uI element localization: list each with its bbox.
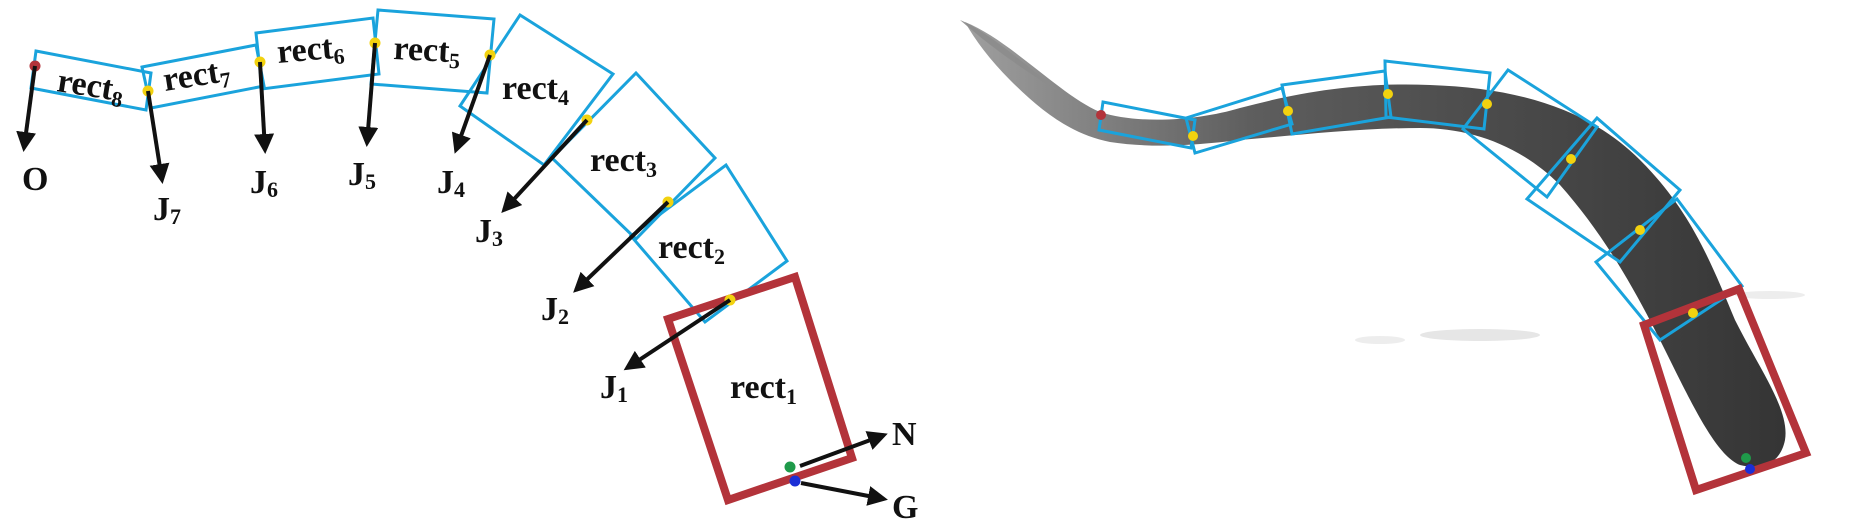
photo-joint-point-j2 [1635,225,1645,235]
centroid-point [789,475,801,487]
rect3-label: rect3 [590,142,657,182]
rect6-label: rect6 [275,28,345,74]
photo-rect1-box [1639,283,1812,496]
label-n: N [892,416,917,453]
arrow-o [16,65,37,152]
photo-joint-point-j1 [1688,308,1698,318]
photo-nose-point [1741,453,1751,463]
rect2-box [628,162,790,325]
label-j1: J1 [600,369,628,407]
label-j2: J2 [541,291,569,329]
label-j3: J3 [475,213,503,251]
arrow-j6 [254,61,275,154]
arrow-j7 [146,90,170,184]
arrow-g [800,481,888,506]
label-j5: J5 [348,156,376,194]
fish-body [965,22,1786,467]
fish-tail [960,20,1060,92]
rect8-label: rect8 [54,62,126,112]
label-j7: J7 [153,191,181,229]
photo-rect8-box [1097,100,1197,150]
rect1-box [662,271,857,506]
fish-photo-panel [960,20,1812,496]
background-smudge [1355,336,1405,344]
photo-rect2-box [1593,196,1745,342]
label-o: O [22,161,48,198]
photo-rect7-box [1184,86,1294,155]
photo-rect4-box [1460,67,1600,200]
photo-joint-point-j5 [1383,89,1393,99]
label-g: G [892,489,918,521]
photo-rect3-box [1524,115,1683,265]
rect1-label: rect1 [730,369,797,409]
label-j6: J6 [250,164,278,202]
arrow-j2 [573,200,670,293]
schematic-panel: rect8 rect7 rect6 rect5 rect4 rect3 rect… [16,8,918,521]
rect7-label: rect7 [160,52,232,102]
photo-joint-point-j7 [1188,131,1198,141]
arrow-n [799,431,888,468]
rect2-label: rect2 [658,229,725,269]
arrow-j3 [501,118,589,213]
background-smudge [1735,291,1805,299]
photo-joint-point-j3 [1566,154,1576,164]
photo-centroid-point [1745,464,1755,474]
arrow-j4 [451,54,492,154]
photo-joint-point-j6 [1283,106,1293,116]
arrow-j1 [623,298,732,371]
photo-tail-point [1096,110,1106,120]
background-smudge [1420,329,1540,341]
arrow-j5 [358,42,379,147]
rect5-label: rect5 [392,30,461,73]
label-j4: J4 [437,164,465,202]
photo-joint-point-j4 [1482,99,1492,109]
nose-point [784,461,796,473]
rect4-label: rect4 [502,70,569,110]
